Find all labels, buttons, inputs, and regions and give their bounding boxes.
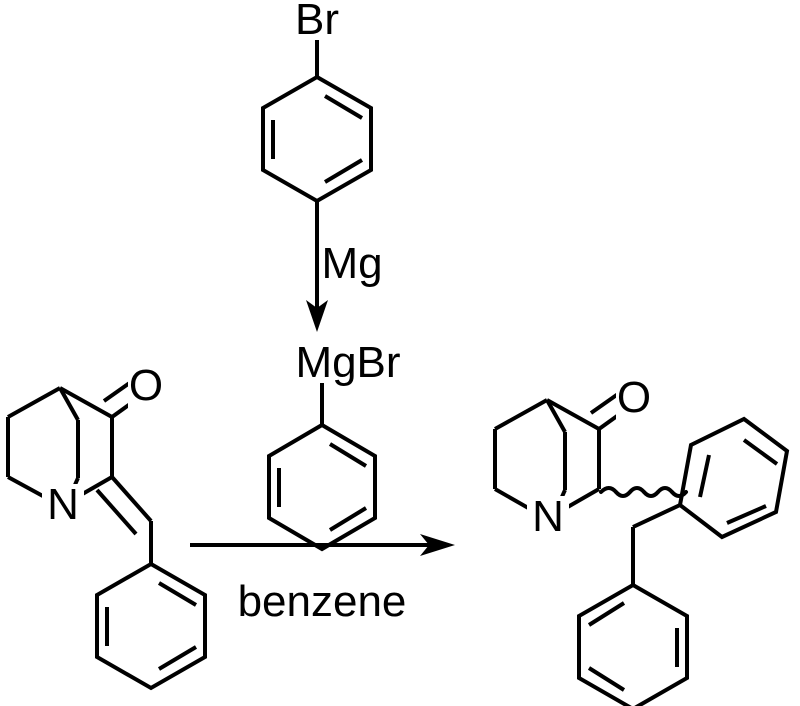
bond-p-c4-c3	[546, 398, 600, 431]
label-magnesium-reagent: Mg	[321, 239, 382, 288]
label-reactant-nitrogen: N	[47, 480, 79, 529]
benzene-ring-product-upper	[677, 416, 790, 540]
arrow-head-vertical	[306, 300, 328, 332]
aromatic-inner-bond-7	[157, 581, 198, 607]
bond-r-carbonyl-b	[102, 380, 133, 403]
bond-r-c4-c8a	[58, 387, 80, 421]
label-mask-br	[290, 0, 346, 40]
benzene-ring-grignard	[267, 422, 377, 552]
aromatic-inner-bond-11	[742, 438, 779, 466]
reaction-arrow	[190, 534, 455, 556]
structure-bromobenzene	[261, 36, 373, 222]
bond-r-c4-c5	[7, 386, 61, 419]
structure-product	[493, 392, 790, 706]
bond-p-carbonyl-b	[589, 392, 620, 415]
label-reactant-oxygen: O	[129, 361, 163, 410]
benzene-ring-reactant	[95, 561, 207, 691]
label-product-oxygen: O	[617, 373, 651, 422]
label-mask-reactant-o	[128, 366, 168, 408]
label-mask-product-n	[527, 496, 569, 536]
bond-r-c4-c3	[59, 386, 113, 419]
label-mask-reactant-n	[42, 484, 84, 524]
aromatic-inner-bond-1	[323, 94, 364, 120]
aromatic-inner-bond-10	[698, 454, 711, 498]
wavy-stereo-bond	[599, 486, 688, 498]
bond-r-exocyclic-b	[95, 488, 138, 536]
bond-r-exocyclic-a	[110, 475, 153, 523]
bond-p-c4-c8a	[545, 399, 567, 433]
aromatic-inner-bond-15	[587, 666, 626, 692]
label-mask-mgbr	[296, 334, 396, 378]
label-bromine: Br	[295, 0, 339, 44]
label-mgbr: MgBr	[295, 338, 400, 387]
aromatic-inner-bond-3	[323, 158, 364, 184]
structure-phenylmagnesium-bromide	[267, 383, 377, 552]
label-mask-product-o	[616, 378, 656, 420]
structure-reactant	[6, 380, 207, 691]
aromatic-inner-bond-4	[328, 442, 368, 468]
aromatic-inner-bond-9	[157, 645, 198, 671]
arrow-head-horizontal	[420, 534, 455, 556]
aromatic-inner-bond-13	[587, 601, 626, 627]
label-solvent-benzene: benzene	[238, 577, 407, 626]
bond-p-c4-c5	[494, 398, 548, 431]
label-product-nitrogen: N	[532, 492, 564, 541]
aromatic-inner-bond-6	[328, 506, 368, 532]
benzene-ring-product-lower	[577, 582, 689, 706]
grignard-formation-arrow	[306, 215, 328, 332]
bond-p-ch-to-phenyl-upper	[632, 503, 681, 529]
aromatic-inner-bond-12	[726, 504, 767, 525]
benzene-ring-bromobenzene	[261, 74, 373, 204]
